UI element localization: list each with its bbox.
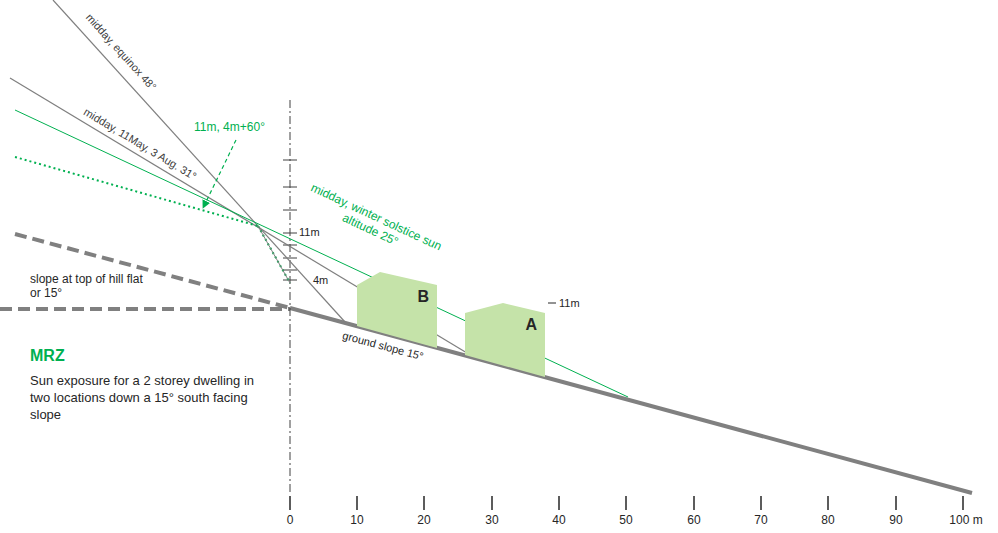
may-august-ray xyxy=(10,78,472,356)
height-plane-dotted xyxy=(15,157,258,226)
ground-slope-line xyxy=(290,308,972,493)
house-letter: A xyxy=(525,316,537,334)
callout-arrow xyxy=(203,140,236,208)
axis-number: 90 xyxy=(889,514,902,528)
distance-ticks xyxy=(290,496,963,510)
reference-axis xyxy=(290,100,291,495)
height-label: 4m xyxy=(313,274,328,287)
house-shape: A xyxy=(465,303,545,377)
ray-label: midday, equinox 48° xyxy=(83,11,159,93)
house-outline xyxy=(465,303,545,377)
axis-number: 80 xyxy=(821,514,834,528)
house-letter: B xyxy=(417,288,429,306)
winter-solstice-ray xyxy=(15,110,628,397)
axis-number: 100 m xyxy=(949,514,982,528)
slope-note: slope at top of hill flat or 15° xyxy=(30,272,155,300)
axis-number: 60 xyxy=(687,514,700,528)
axis-number: 40 xyxy=(552,514,565,528)
axis-number: 0 xyxy=(287,514,294,528)
description-note: Sun exposure for a 2 storey dwelling in … xyxy=(30,372,262,423)
axis-number: 20 xyxy=(417,514,430,528)
height-tick xyxy=(548,303,556,304)
ray-label: midday, winter solstice sun altitude 25° xyxy=(299,180,447,268)
height-label: 11m xyxy=(299,226,320,239)
height-label: 11m xyxy=(559,297,580,310)
hilltop-flat-line xyxy=(0,307,290,311)
callout-label: 11m, 4m+60° xyxy=(194,121,265,135)
sixty-degree-line xyxy=(258,226,290,283)
ray-label: midday, 11May, 3 Aug. 31° xyxy=(81,105,198,182)
axis-number: 50 xyxy=(619,514,632,528)
house-fill xyxy=(465,303,545,377)
axis-number: 70 xyxy=(754,514,767,528)
zone-title: MRZ xyxy=(30,347,65,365)
axis-number: 10 xyxy=(350,514,363,528)
sixty-degree-dotted xyxy=(258,226,290,283)
hilltop-slope-line xyxy=(15,234,290,308)
axis-number: 30 xyxy=(485,514,498,528)
